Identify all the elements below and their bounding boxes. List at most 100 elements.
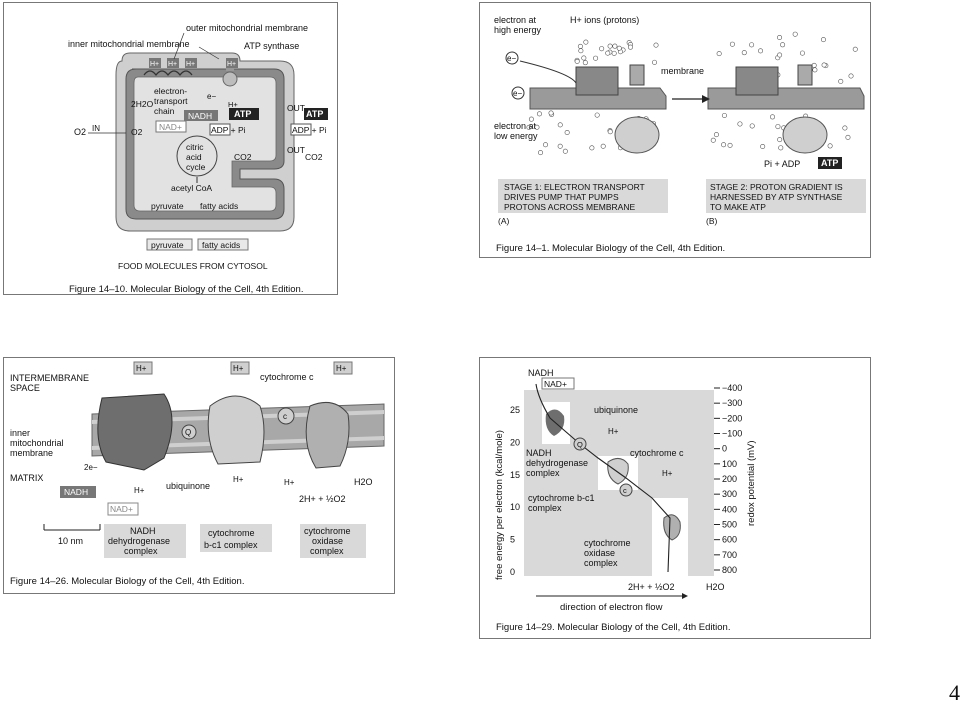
proton-dot — [845, 134, 851, 140]
complex2-label: cytochrome — [208, 528, 255, 538]
atp-synthase-head — [782, 116, 828, 154]
fatty-acids-label: fatty acids — [202, 240, 240, 250]
oxidase-shape — [663, 514, 681, 541]
stage1-text: DRIVES PUMP THAT PUMPS — [504, 192, 619, 202]
proton-dot — [716, 51, 722, 57]
etc-label: chain — [154, 106, 175, 116]
right-tick-label: 700 — [722, 550, 737, 560]
figure-caption: Figure 14–1. Molecular Biology of the Ce… — [496, 243, 726, 254]
electron-high-label: electron at — [494, 15, 537, 25]
proton-dot — [758, 48, 764, 54]
c-label: c — [283, 412, 287, 421]
q-circle — [573, 437, 587, 451]
cycle-label: cycle — [186, 162, 206, 172]
nad-label: NAD+ — [544, 379, 567, 389]
proton-dot — [605, 50, 611, 56]
complex1-label: dehydrogenase — [108, 536, 170, 546]
proton-label: H+ — [136, 364, 147, 373]
electron-label: 2e− — [84, 463, 98, 472]
proton-label: H+ — [150, 61, 159, 68]
stage1-text: PROTONS ACROSS MEMBRANE — [504, 202, 635, 212]
nadh-label: NADH — [528, 368, 554, 378]
pyruvate-box — [146, 238, 193, 251]
proton-dot — [729, 41, 735, 47]
proton-dot — [778, 145, 784, 151]
proton-label: H+ — [284, 478, 295, 487]
proton-dot — [652, 59, 658, 65]
ubiquinone-label: ubiquinone — [166, 481, 210, 491]
nad-label: NAD+ — [159, 122, 182, 132]
c-label: c — [623, 486, 627, 495]
proton-dot — [760, 143, 766, 149]
stage1-box — [498, 179, 668, 213]
right-tick-label: −300 — [722, 398, 742, 408]
proton-label: H+ — [186, 61, 195, 68]
water-label: H2O — [354, 477, 373, 487]
q-label: Q — [577, 440, 583, 449]
stage2-text: STAGE 2: PROTON GRADIENT IS — [710, 182, 843, 192]
proton-dot — [607, 129, 613, 135]
atp-out-label: ATP — [306, 109, 323, 119]
proton-dot — [777, 52, 783, 58]
proton-label: H+ — [233, 364, 244, 373]
proton-dot — [578, 48, 584, 54]
left-tick-label: 15 — [510, 470, 520, 480]
citric-acid-cycle — [176, 135, 218, 177]
complex2-label: b-c1 complex — [204, 540, 258, 550]
proton-dot — [775, 124, 781, 130]
complex2-label: complex — [528, 503, 562, 513]
proton-box — [149, 58, 161, 68]
proton-box — [226, 58, 238, 68]
proton-dot — [737, 121, 743, 127]
stage1-text: STAGE 1: ELECTRON TRANSPORT — [504, 182, 645, 192]
proton-dot — [548, 110, 554, 116]
proton-dot — [827, 143, 833, 149]
electron-high-label: high energy — [494, 25, 542, 35]
pyruvate-label: pyruvate — [151, 240, 184, 250]
proton-dot — [777, 137, 783, 143]
cytochrome-oxidase-complex — [305, 401, 350, 469]
food-molecules-label: FOOD MOLECULES FROM CYTOSOL — [118, 261, 268, 271]
fatty-acids-inside-label: fatty acids — [200, 201, 238, 211]
cytochrome-c-label: cytochrome c — [260, 372, 314, 382]
inner-membrane-label: mitochondrial — [10, 438, 64, 448]
proton-pump-diagram: e− e− electron at high energy H+ ions (p… — [494, 15, 866, 226]
proton-dot — [770, 114, 776, 120]
proton-dot — [741, 50, 747, 56]
atp-synthase-top — [629, 64, 645, 86]
right-axis-label: redox potential (mV) — [746, 440, 757, 526]
nadh-label: NADH — [64, 487, 88, 497]
proton-label: H+ — [168, 61, 177, 68]
right-tick-label: 300 — [722, 489, 737, 499]
scale-label: 10 nm — [58, 536, 83, 546]
proton-dot — [574, 58, 580, 64]
electron-low-label: electron at — [494, 121, 537, 131]
proton-dot — [842, 125, 848, 131]
matrix-label: MATRIX — [10, 473, 43, 483]
respiratory-chain-diagram: Q c H+ H+ H+ cytochrome c INTERMEMBRANE … — [10, 361, 385, 558]
proton-dot — [627, 44, 633, 50]
pump-protein — [575, 66, 619, 96]
adp-label: ADP + Pi — [211, 125, 246, 135]
proton-dot — [721, 142, 727, 148]
right-tick-label: −400 — [722, 383, 742, 393]
proton-dot — [852, 46, 858, 52]
cytochrome-c-circle — [277, 407, 295, 425]
co2-label: CO2 — [234, 152, 252, 162]
nad-box — [155, 120, 187, 133]
membrane-label: membrane — [661, 66, 704, 76]
complex3-label: oxidase — [312, 536, 343, 546]
complex3-label: complex — [584, 558, 618, 568]
atp-synthase-head — [614, 116, 660, 154]
proton-dot — [581, 55, 587, 61]
complex1-label: complex — [526, 468, 560, 478]
proton-dot — [562, 148, 568, 154]
proton-dot — [534, 124, 540, 130]
proton-dot — [600, 143, 606, 149]
atp-label: ATP — [821, 158, 838, 168]
proton-dot — [811, 62, 817, 68]
right-tick-label: 800 — [722, 565, 737, 575]
left-tick-label: 20 — [510, 437, 520, 447]
out-label: OUT — [287, 103, 305, 113]
ubiquinone-label: ubiquinone — [594, 405, 638, 415]
